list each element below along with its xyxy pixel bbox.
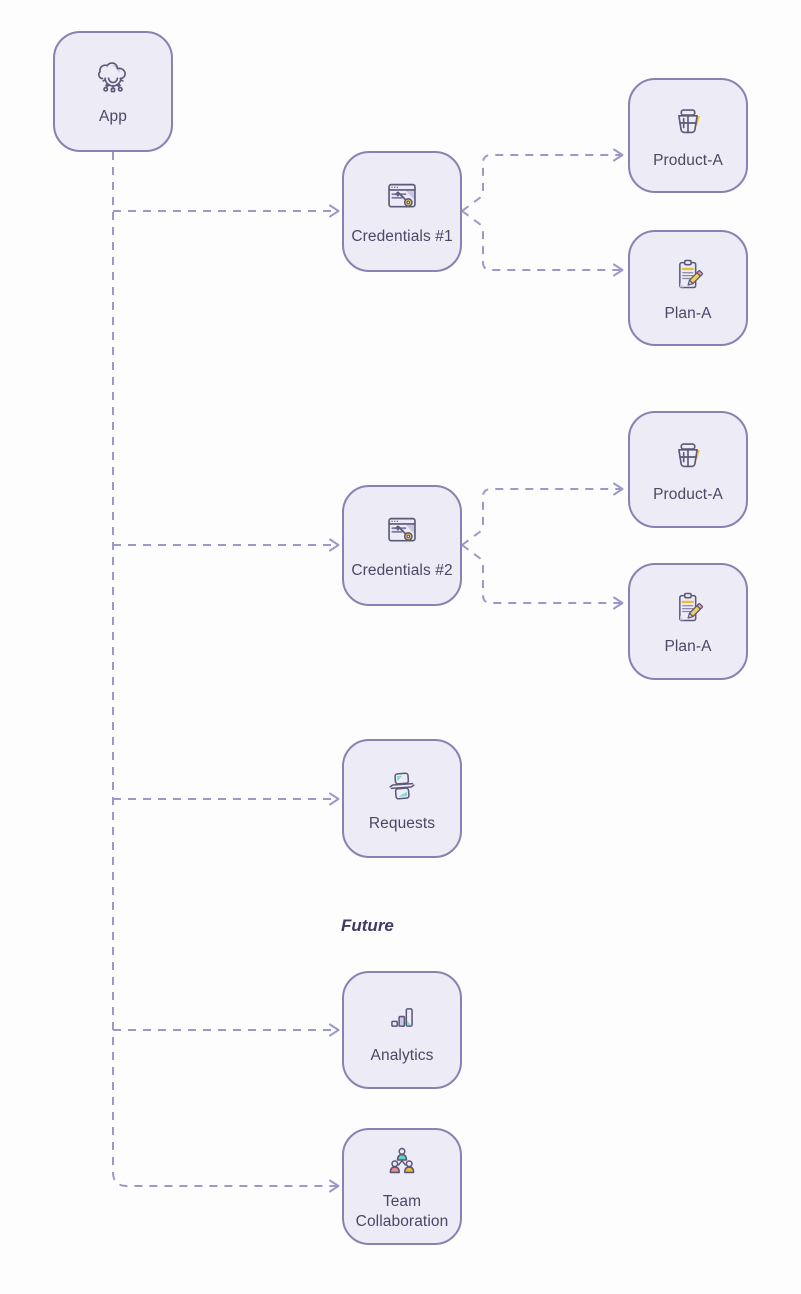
node-requests[interactable]: Requests [342, 739, 462, 858]
node-label: Product-A [653, 152, 723, 170]
node-label: Plan-A [664, 638, 712, 656]
team-icon [379, 1141, 425, 1187]
node-label: Requests [368, 815, 436, 833]
bar-chart-icon [379, 995, 425, 1041]
node-analytics[interactable]: Analytics [342, 971, 462, 1089]
basket-icon [665, 434, 711, 480]
node-label: Team Collaboration [355, 1193, 449, 1230]
node-label: Credentials #1 [351, 228, 453, 246]
edge-credentials-2-product-a-2 [461, 482, 624, 546]
node-plan-a-1[interactable]: Plan-A [628, 230, 748, 346]
sync-cards-icon [379, 763, 425, 809]
clipboard-pencil-icon [665, 253, 711, 299]
node-label: App [99, 108, 127, 126]
node-label: Analytics [370, 1046, 434, 1064]
section-label-future: Future [341, 916, 394, 935]
browser-key-icon [379, 510, 425, 556]
edge-credentials-1-product-a-1 [461, 148, 624, 212]
basket-icon [665, 100, 711, 146]
node-credentials-2[interactable]: Credentials #2 [342, 485, 462, 606]
edge-credentials-1-plan-a-1 [461, 210, 624, 277]
node-label: Plan-A [664, 304, 712, 322]
node-product-a-1[interactable]: Product-A [628, 78, 748, 193]
cloud-gear-icon [90, 56, 136, 102]
node-plan-a-2[interactable]: Plan-A [628, 563, 748, 680]
browser-key-icon [379, 176, 425, 222]
clipboard-pencil-icon [665, 586, 711, 632]
node-label: Product-A [653, 486, 723, 504]
node-app[interactable]: App [53, 31, 173, 152]
node-team-collaboration[interactable]: Team Collaboration [342, 1128, 462, 1245]
node-product-a-2[interactable]: Product-A [628, 411, 748, 528]
edge-app-team-collaboration [112, 152, 340, 1193]
node-label: Credentials #2 [351, 562, 453, 580]
edge-credentials-2-plan-a-2 [461, 544, 624, 610]
node-credentials-1[interactable]: Credentials #1 [342, 151, 462, 272]
